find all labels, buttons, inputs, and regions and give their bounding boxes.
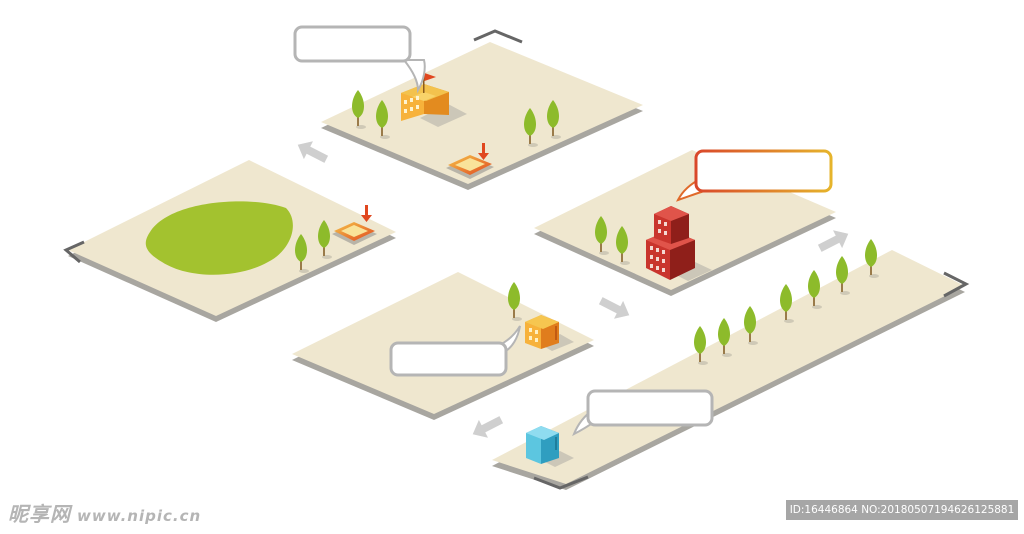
arrow-to-left-plot: [297, 141, 329, 163]
watermark-site-url: www.nipic.cn: [77, 507, 202, 525]
tree-icon: [694, 326, 708, 365]
down-arrow-icon: [365, 205, 368, 216]
corner-marker: [943, 271, 970, 298]
down-arrow-icon: [482, 143, 485, 154]
watermark-image-info: ID:16446864 NO:20180507194626125881: [786, 500, 1018, 520]
flag-icon: [424, 73, 436, 81]
tree-icon: [836, 256, 850, 295]
arrow-to-right-edge: [817, 230, 849, 252]
orange-shop: [525, 315, 559, 349]
callout-bottom[interactable]: [389, 325, 521, 377]
tree-icon: [508, 282, 522, 321]
landing-pad-left: [332, 205, 377, 245]
tree-icon: [376, 100, 390, 139]
red-office-tower: [646, 206, 695, 280]
tree-icon: [808, 270, 822, 309]
callout-road[interactable]: [572, 389, 714, 437]
tree-icon: [524, 108, 538, 147]
tree-icon: [547, 100, 561, 139]
watermark-site-name: 昵享网: [8, 502, 71, 526]
tree-icon: [616, 226, 630, 265]
tree-icon: [744, 306, 758, 345]
down-arrow-icon: [361, 215, 372, 222]
callout-right[interactable]: [676, 149, 833, 202]
tree-icon: [595, 216, 609, 255]
down-arrow-icon: [478, 153, 489, 160]
corner-marker: [63, 240, 85, 264]
trees: [295, 90, 879, 365]
tree-icon: [718, 318, 732, 357]
left-plot: [63, 160, 396, 322]
tree-icon: [295, 234, 309, 273]
corner-marker: [473, 29, 523, 44]
landing-pad-top: [446, 143, 494, 179]
tree-icon: [352, 90, 366, 129]
pond: [145, 201, 293, 275]
arrow-to-road: [598, 297, 630, 319]
tree-icon: [780, 284, 794, 323]
tree-icon: [865, 239, 879, 278]
top-plot: [321, 29, 643, 190]
callout-top[interactable]: [293, 25, 426, 94]
corner-marker: [533, 475, 589, 490]
school-building: [401, 73, 449, 121]
tree-icon: [318, 220, 332, 259]
arrow-to-bottom-left: [472, 416, 504, 438]
blue-kiosk: [526, 426, 559, 464]
watermark-logo: 昵享网 www.nipic.cn: [8, 498, 201, 527]
